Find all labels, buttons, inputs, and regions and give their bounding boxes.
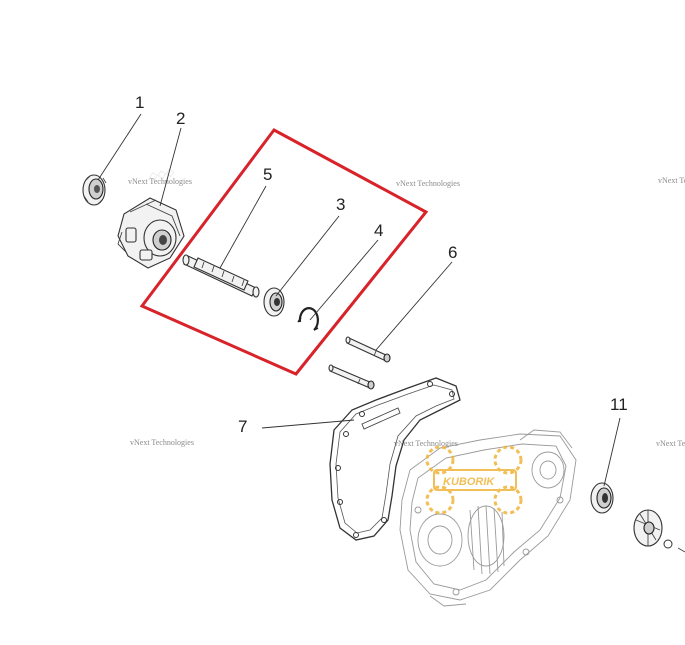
callout-numbers: 1 2 3 4 5 6 7 11 bbox=[135, 93, 628, 436]
impeller bbox=[633, 509, 685, 553]
watermark-text: vNext Technologies bbox=[656, 439, 685, 448]
callout-6: 6 bbox=[448, 243, 457, 262]
leader-line-3 bbox=[275, 215, 340, 297]
watermark-text: vNext Technologies bbox=[394, 439, 458, 448]
watermark-text: vNext Technologies bbox=[658, 176, 685, 185]
leader-line-6 bbox=[375, 261, 453, 351]
callout-1: 1 bbox=[135, 93, 144, 112]
callout-5: 5 bbox=[263, 165, 272, 184]
leader-line-7 bbox=[261, 419, 355, 429]
svg-text:◇◇◇: ◇◇◇ bbox=[148, 166, 176, 183]
part-11-seal-ring bbox=[590, 482, 614, 514]
engine-crankcase bbox=[399, 429, 577, 607]
brand-logo-text: KUBORIK bbox=[443, 476, 495, 488]
part-7-gasket bbox=[329, 377, 461, 541]
leader-line-2 bbox=[159, 127, 182, 207]
callout-4: 4 bbox=[374, 221, 383, 240]
part-1-drive-gear bbox=[82, 174, 107, 206]
callout-7: 7 bbox=[238, 417, 247, 436]
leader-line-11 bbox=[603, 417, 621, 487]
leader-line-4 bbox=[309, 239, 379, 321]
leader-lines bbox=[97, 113, 621, 487]
part-6-dowel-pins bbox=[328, 336, 391, 390]
highlight-box bbox=[139, 128, 429, 376]
watermark-text: vNext Technologies bbox=[396, 179, 460, 188]
callout-11: 11 bbox=[610, 395, 628, 414]
watermark-group: ◇◇◇ vNext Technologies vNext Technologie… bbox=[128, 166, 685, 448]
leader-line-5 bbox=[219, 185, 267, 269]
leader-line-1 bbox=[97, 113, 142, 181]
part-4-circlip bbox=[297, 307, 319, 331]
part-5-shaft bbox=[182, 254, 260, 298]
callout-2: 2 bbox=[176, 109, 185, 128]
watermark-text: vNext Technologies bbox=[128, 177, 192, 186]
watermark-text: vNext Technologies bbox=[130, 438, 194, 447]
callout-3: 3 bbox=[336, 195, 345, 214]
brand-logo: KUBORIK bbox=[425, 445, 523, 515]
part-2-pump-housing bbox=[117, 197, 185, 269]
part-3-seal bbox=[263, 287, 285, 317]
